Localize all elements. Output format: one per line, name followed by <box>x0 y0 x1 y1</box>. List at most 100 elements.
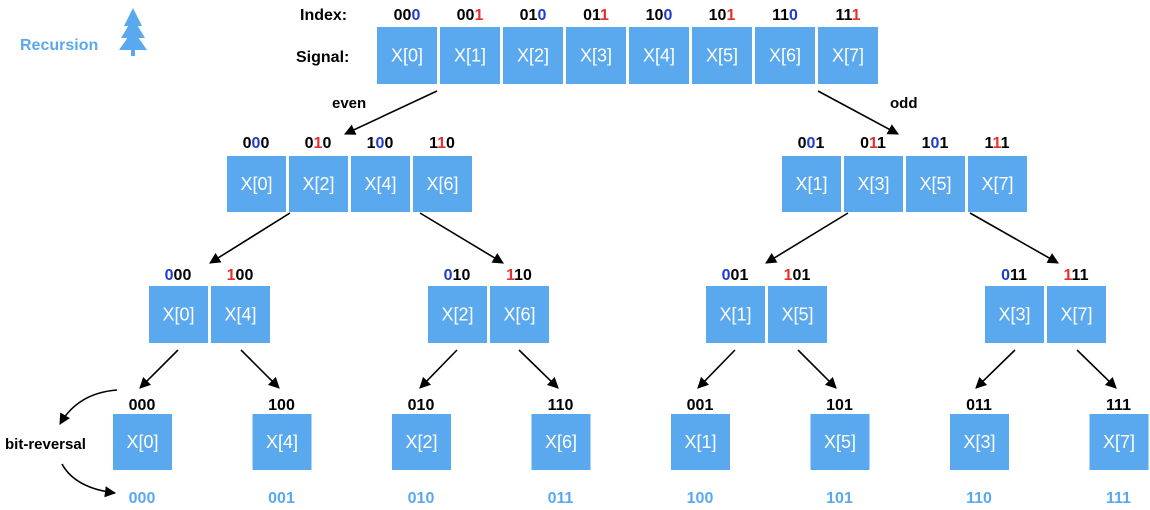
reversed-index: 001 <box>268 490 295 507</box>
signal-box <box>428 286 487 343</box>
arrow-odd <box>817 90 899 135</box>
signal-box <box>1089 414 1149 470</box>
level1-cell: X[4] <box>351 156 410 212</box>
signal-value: X[6] <box>503 305 535 325</box>
signal-box <box>818 27 878 84</box>
arrow-l2-b <box>240 349 280 389</box>
arrow-l1-b <box>419 212 504 264</box>
signal-box <box>531 414 591 470</box>
level0-index: 101 <box>709 7 736 24</box>
arrow-l2-g <box>975 349 1016 389</box>
signal-value: X[2] <box>302 174 334 194</box>
level2-index: 110 <box>506 267 532 284</box>
reversed-index: 111 <box>1106 490 1131 507</box>
level1-index: 010 <box>305 135 332 152</box>
level0-index: 011 <box>583 7 609 24</box>
arrow-l2-c <box>419 349 458 389</box>
level1-cell: X[3] <box>844 156 903 212</box>
leaf-index: 111 <box>1106 397 1131 414</box>
level0-cell: X[3] <box>566 27 626 84</box>
odd-branch-label: odd <box>890 95 918 112</box>
level0-cell: X[7] <box>818 27 878 84</box>
level1-cell: X[1] <box>782 156 841 212</box>
level2-index: 101 <box>784 267 811 284</box>
signal-box <box>503 27 563 84</box>
cells-layer: X[0]000X[1]001X[2]010X[3]011X[4]100X[5]1… <box>113 7 1149 507</box>
signal-value: X[5] <box>781 305 813 325</box>
tree-icon <box>119 8 147 56</box>
level1-cell: X[2] <box>289 156 348 212</box>
level1-index: 001 <box>798 135 825 152</box>
signal-value: X[3] <box>857 174 889 194</box>
level0-cell: X[6] <box>755 27 815 84</box>
signal-box <box>440 27 500 84</box>
leaf-index: 010 <box>408 397 435 414</box>
arrow-l1-c <box>765 212 849 264</box>
signal-value: X[3] <box>963 432 995 452</box>
signal-box <box>768 286 827 343</box>
leaf-index: 101 <box>826 397 853 414</box>
reversed-index: 000 <box>129 490 156 507</box>
leaf-cell: X[6] <box>531 414 591 470</box>
level0-cell: X[4] <box>629 27 689 84</box>
signal-box <box>377 27 437 84</box>
signal-value: X[3] <box>580 46 612 66</box>
level2-index: 000 <box>165 267 192 284</box>
arrow-l2-f <box>797 349 837 389</box>
signal-value: X[7] <box>1060 305 1092 325</box>
arrow-l2-h <box>1076 349 1117 389</box>
signal-value: X[0] <box>126 432 158 452</box>
level2-cell: X[5] <box>768 286 827 343</box>
level0-index: 000 <box>394 7 421 24</box>
signal-value: X[5] <box>919 174 951 194</box>
signal-box <box>906 156 965 212</box>
bit-reversal-label: bit-reversal <box>5 436 86 453</box>
leaf-cell: X[3] <box>950 414 1009 470</box>
level2-index: 010 <box>444 267 471 284</box>
signal-box <box>566 27 626 84</box>
level0-cell: X[0] <box>377 27 437 84</box>
signal-label: Signal: <box>296 49 349 66</box>
signal-box <box>149 286 208 343</box>
level0-index: 100 <box>646 7 673 24</box>
signal-value: X[7] <box>1103 432 1135 452</box>
level1-index: 111 <box>985 135 1010 152</box>
level1-index: 000 <box>243 135 270 152</box>
level2-cell: X[3] <box>985 286 1044 343</box>
level0-index: 111 <box>836 7 861 24</box>
level1-cell: X[5] <box>906 156 965 212</box>
leaf-cell: X[5] <box>810 414 870 470</box>
signal-box <box>985 286 1044 343</box>
arrow-l1-d <box>969 212 1059 264</box>
signal-value: X[6] <box>426 174 458 194</box>
leaf-index: 110 <box>548 397 574 414</box>
signal-box <box>490 286 549 343</box>
signal-box <box>392 414 451 470</box>
signal-box <box>671 414 730 470</box>
level2-cell: X[2] <box>428 286 487 343</box>
arrow-even <box>343 90 438 135</box>
arrow-bit-reversal-up <box>59 389 118 425</box>
arrow-l2-a <box>139 349 179 389</box>
arrow-l1-a <box>209 212 291 264</box>
level1-index: 011 <box>860 135 886 152</box>
signal-box <box>289 156 348 212</box>
level2-cell: X[0] <box>149 286 208 343</box>
signal-box <box>413 156 472 212</box>
signal-value: X[0] <box>240 174 272 194</box>
arrow-l2-e <box>697 349 736 389</box>
level1-index: 101 <box>922 135 949 152</box>
signal-value: X[5] <box>824 432 856 452</box>
level1-cell: X[6] <box>413 156 472 212</box>
level1-cell: X[7] <box>968 156 1027 212</box>
signal-value: X[4] <box>364 174 396 194</box>
leaf-index: 000 <box>129 397 156 414</box>
signal-box <box>810 414 870 470</box>
level2-index: 001 <box>722 267 749 284</box>
signal-value: X[7] <box>832 46 864 66</box>
signal-value: X[1] <box>795 174 827 194</box>
leaf-cell: X[7] <box>1089 414 1149 470</box>
signal-box <box>950 414 1009 470</box>
signal-value: X[1] <box>684 432 716 452</box>
